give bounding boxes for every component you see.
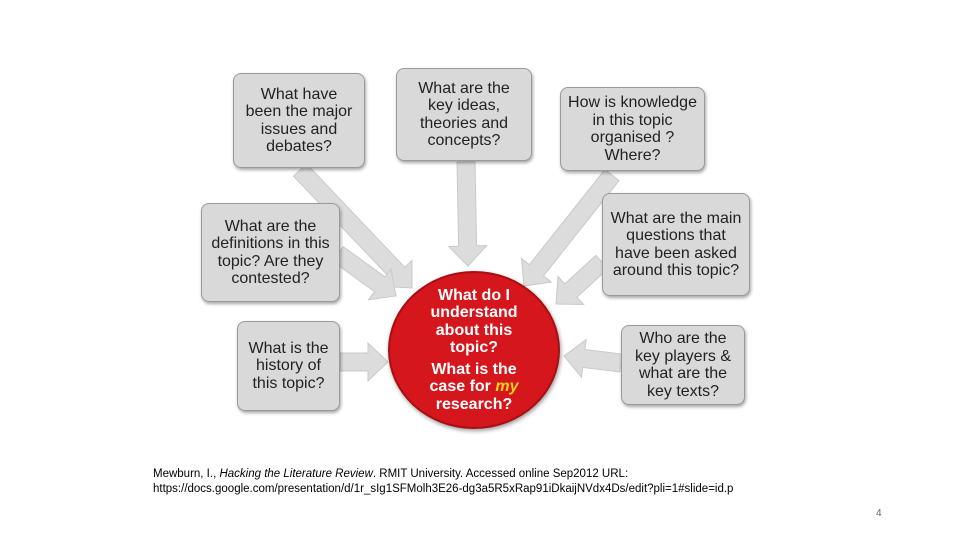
arrow-main-questions <box>555 254 609 306</box>
central-question-circle: What do I understand about this topic? W… <box>388 271 560 429</box>
citation-details: . RMIT University. Accessed online Sep20… <box>372 468 629 480</box>
box-knowledge-organised: How is knowledge in this topic organised… <box>560 87 705 171</box>
box-main-questions-text: What are the main questions that have be… <box>610 209 742 280</box>
central-question-case-tail: research? <box>435 395 513 413</box>
citation-author: Mewburn, I., <box>153 468 220 480</box>
box-key-players: Who are the key players & what are the k… <box>621 325 745 405</box>
citation-line-1: Mewburn, I., Hacking the Literature Revi… <box>153 467 873 482</box>
citation-url: https://docs.google.com/presentation/d/1… <box>153 483 734 495</box>
arrow-definitions <box>332 246 397 301</box>
central-question-case-lead: What is the case for <box>429 361 517 396</box>
arrow-history <box>339 341 389 383</box>
box-key-ideas-text: What are the key ideas, theories and con… <box>418 79 510 150</box>
box-major-issues: What have been the major issues and deba… <box>233 73 365 168</box>
central-question-understand: What do I understand about this topic? <box>430 286 518 356</box>
box-history: What is the history of this topic? <box>237 321 340 411</box>
slide-number: 4 <box>876 508 882 519</box>
box-definitions-text: What are the definitions in this topic? … <box>211 217 330 288</box>
box-definitions: What are the definitions in this topic? … <box>201 203 340 302</box>
citation-title: Hacking the Literature Review <box>219 468 373 480</box>
central-question-emphasis: my <box>495 378 519 396</box>
arrow-key-players <box>563 338 623 379</box>
citation: Mewburn, I., Hacking the Literature Revi… <box>153 467 873 497</box>
box-knowledge-organised-text: How is knowledge in this topic organised… <box>568 94 697 164</box>
box-major-issues-text: What have been the major issues and deba… <box>245 85 353 156</box>
arrow-key-ideas <box>447 161 488 267</box>
box-history-text: What is the history of this topic? <box>248 339 329 392</box>
box-key-players-text: Who are the key players & what are the k… <box>634 330 732 400</box>
box-main-questions: What are the main questions that have be… <box>602 193 750 296</box>
box-key-ideas: What are the key ideas, theories and con… <box>396 68 532 161</box>
central-question-case: What is the case for my research? <box>430 361 519 413</box>
